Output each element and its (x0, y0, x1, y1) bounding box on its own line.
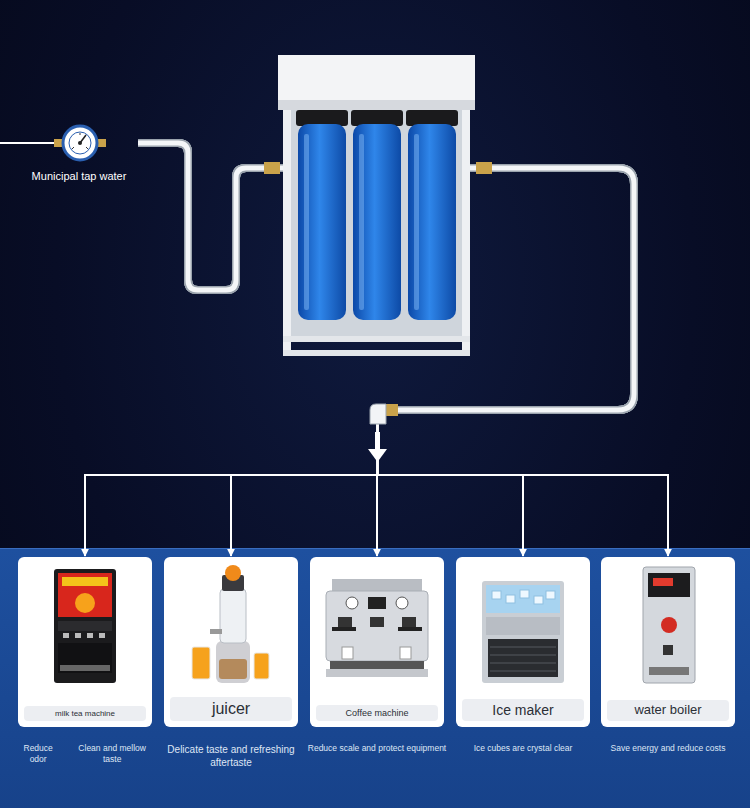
source-node: Municipal tap water (20, 122, 138, 192)
juicer-picture (164, 561, 298, 689)
caption-row: Save energy and reduce costs (597, 743, 739, 754)
benefit-caption: Delicate taste and refreshing aftertaste (160, 743, 302, 769)
benefit-caption: Reduce scale and protect equipment (308, 743, 446, 754)
source-label: Municipal tap water (32, 170, 127, 182)
supply-line (0, 142, 57, 144)
appliance-name: water boiler (607, 700, 729, 721)
appliance-card: water boilerSave energy and reduce costs (601, 557, 735, 727)
caption-row: Reduce scale and protect equipment (306, 743, 448, 754)
milk-tea-machine-picture (18, 561, 152, 689)
benefit-caption: Reduce odor (14, 743, 62, 765)
caption-row: Delicate taste and refreshing aftertaste (160, 743, 302, 769)
water-boiler-picture (601, 561, 735, 689)
appliance-card: Coffee machineReduce scale and protect e… (310, 557, 444, 727)
appliance-name: Coffee machine (316, 705, 438, 721)
coffee-machine-picture (310, 561, 444, 689)
pressure-gauge (20, 122, 138, 166)
appliance-card: juicerDelicate taste and refreshing afte… (164, 557, 298, 727)
appliance-name: Ice maker (462, 699, 584, 721)
flow-arrow (368, 432, 387, 462)
appliance-card: Ice makerIce cubes are crystal clear (456, 557, 590, 727)
appliance-card: milk tea machineReduce odorClean and mel… (18, 557, 152, 727)
appliance-name: milk tea machine (24, 706, 146, 721)
filter-rack (264, 55, 492, 356)
caption-row: Reduce odor Clean and mellow taste (14, 743, 156, 765)
ice-maker-picture (456, 561, 590, 689)
caption-row: Ice cubes are crystal clear (452, 743, 594, 754)
benefit-caption: Clean and mellow taste (68, 743, 156, 765)
benefit-caption: Save energy and reduce costs (611, 743, 726, 754)
appliance-name: juicer (170, 697, 292, 721)
outlet-elbow (370, 404, 398, 424)
benefit-caption: Ice cubes are crystal clear (474, 743, 573, 754)
